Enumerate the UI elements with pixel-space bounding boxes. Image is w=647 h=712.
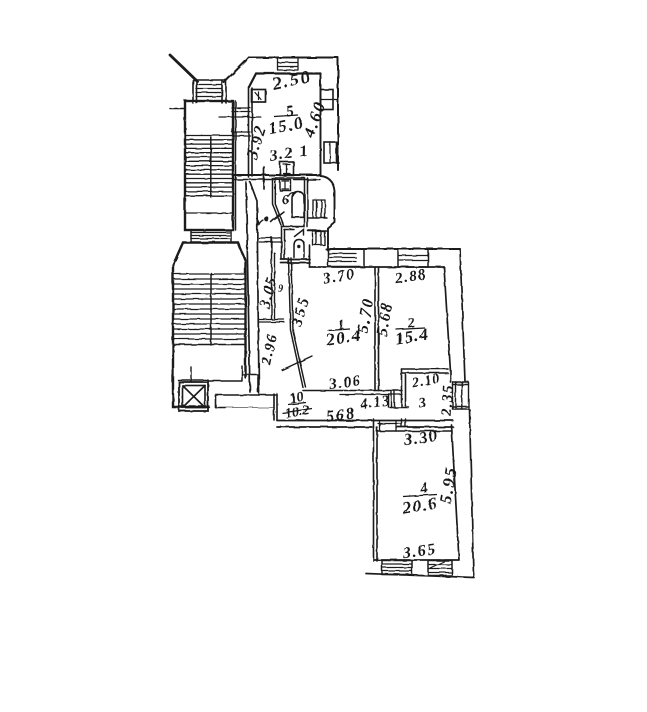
svg-text:3: 3 xyxy=(417,396,427,412)
svg-text:5: 5 xyxy=(285,103,296,120)
svg-text:3.92: 3.92 xyxy=(244,123,270,161)
svg-text:5.68: 5.68 xyxy=(374,301,397,337)
svg-text:2.10: 2.10 xyxy=(410,372,442,392)
svg-text:10.2: 10.2 xyxy=(284,403,311,422)
svg-text:2: 2 xyxy=(406,316,416,332)
svg-text:568: 568 xyxy=(325,405,357,426)
svg-text:2.35: 2.35 xyxy=(439,384,457,418)
svg-text:2.96: 2.96 xyxy=(259,332,282,368)
svg-text:4: 4 xyxy=(418,480,429,497)
svg-text:3.2 1: 3.2 1 xyxy=(267,142,310,165)
svg-text:6: 6 xyxy=(281,193,291,209)
svg-text:5.70: 5.70 xyxy=(354,296,377,334)
svg-text:20.6: 20.6 xyxy=(400,493,439,518)
svg-text:2.88: 2.88 xyxy=(393,267,428,287)
svg-text:3.06: 3.06 xyxy=(327,373,362,393)
svg-text:4.13: 4.13 xyxy=(358,393,391,413)
svg-text:3.05: 3.05 xyxy=(257,275,281,311)
svg-text:4.60: 4.60 xyxy=(299,98,330,141)
svg-text:3.65: 3.65 xyxy=(401,541,438,563)
svg-text:1: 1 xyxy=(337,318,346,334)
svg-text:2.50: 2.50 xyxy=(270,66,314,94)
svg-text:3.30: 3.30 xyxy=(402,428,439,450)
svg-text:5.95: 5.95 xyxy=(436,465,461,505)
svg-text:3.70: 3.70 xyxy=(321,266,357,288)
svg-text:9: 9 xyxy=(278,283,284,295)
